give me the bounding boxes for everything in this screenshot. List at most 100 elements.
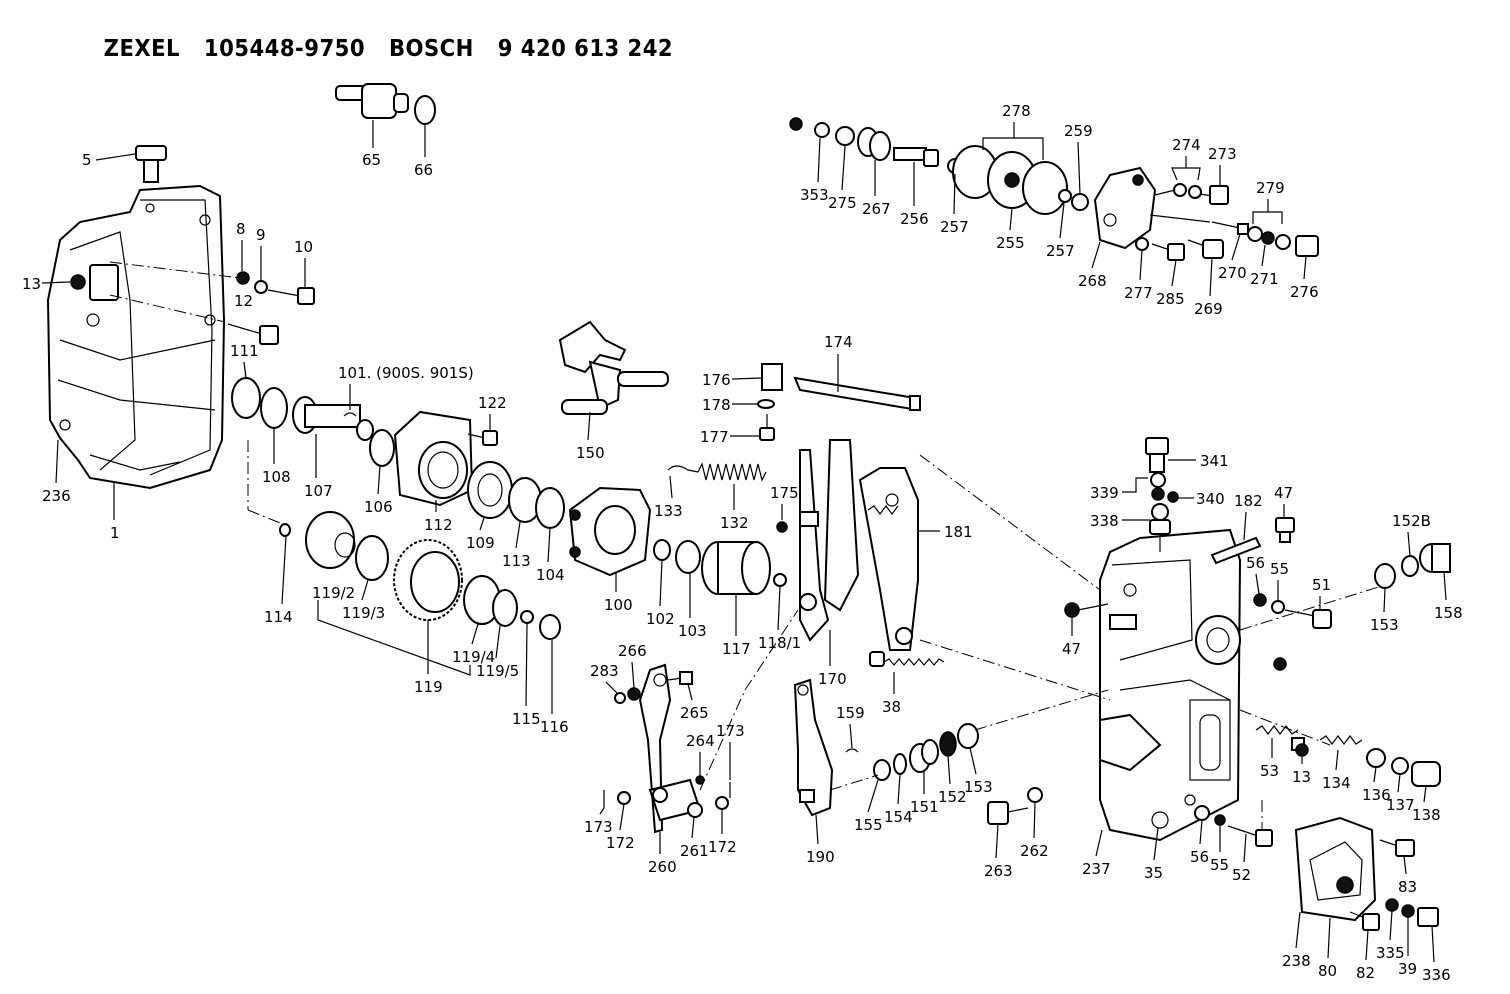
label-55-top: 55 (1270, 560, 1289, 578)
label-136: 136 (1362, 786, 1391, 804)
label-10: 10 (294, 238, 313, 256)
label-119: 119 (414, 678, 443, 696)
label-260: 260 (648, 858, 677, 876)
circlip-104 (535, 487, 565, 529)
nut-175 (776, 521, 788, 533)
label-339: 339 (1090, 484, 1119, 502)
pin-256 (893, 147, 939, 167)
label-257-right: 257 (1046, 242, 1075, 260)
label-265: 265 (680, 704, 709, 722)
o-ring-66 (414, 95, 436, 125)
label-264: 264 (686, 732, 715, 750)
lever-260 (638, 663, 672, 834)
label-283: 283 (590, 662, 619, 680)
washer-339b (1151, 487, 1165, 501)
label-108: 108 (262, 468, 291, 486)
label-56-bottom: 56 (1190, 848, 1209, 866)
label-117: 117 (722, 640, 751, 658)
screw-83 (1379, 839, 1415, 857)
hub-119-3 (355, 535, 389, 581)
label-103: 103 (678, 622, 707, 640)
tensioning-lever-181 (858, 467, 919, 651)
label-152B: 152B (1392, 512, 1431, 530)
label-255: 255 (996, 234, 1025, 252)
washer-340 (1167, 491, 1179, 503)
label-153-right: 153 (1370, 616, 1399, 634)
woodruff-key-101 (343, 412, 357, 417)
washer-56a (1253, 593, 1267, 607)
sensor-65 (335, 83, 409, 119)
label-270: 270 (1218, 264, 1247, 282)
label-178: 178 (702, 396, 731, 414)
washer-172b (715, 796, 729, 810)
label-238: 238 (1282, 952, 1311, 970)
label-263: 263 (984, 862, 1013, 880)
nut-116 (539, 614, 561, 640)
label-106: 106 (364, 498, 393, 516)
screw-134 (1319, 735, 1363, 745)
washer-271b (1261, 231, 1275, 245)
washer-55a (1271, 600, 1285, 614)
screw-82 (1349, 911, 1380, 931)
plug-screw-5 (135, 145, 167, 183)
washer-137 (1391, 757, 1409, 775)
label-1: 1 (110, 524, 120, 542)
label-150: 150 (576, 444, 605, 462)
washer-56b (1194, 805, 1210, 821)
bolt-51 (1284, 609, 1332, 629)
plug-276 (1295, 235, 1319, 257)
label-9: 9 (256, 226, 266, 244)
label-107: 107 (304, 482, 333, 500)
key-159 (845, 748, 859, 753)
label-55-bottom: 55 (1210, 856, 1229, 874)
label-137: 137 (1386, 796, 1415, 814)
label-52: 52 (1232, 866, 1251, 884)
label-172-right: 172 (708, 838, 737, 856)
spring-132 (697, 462, 767, 482)
part-labels: 5 65 66 8 9 10 13 12 111 101. (900S. 901… (22, 102, 1463, 984)
label-341: 341 (1200, 452, 1229, 470)
label-172-left: 172 (606, 834, 635, 852)
plug-47 (1275, 517, 1295, 543)
label-65: 65 (362, 151, 381, 169)
label-111: 111 (230, 342, 259, 360)
nut-259 (1071, 193, 1089, 211)
label-174: 174 (824, 333, 853, 351)
nut-13-right (1295, 743, 1309, 757)
ring-153 (957, 723, 979, 749)
washer-274b (1188, 185, 1202, 199)
washer-154 (893, 753, 907, 775)
part-number-bosch: 9 420 613 242 (497, 36, 674, 62)
washer-335 (1385, 898, 1399, 912)
bush-151 (909, 739, 939, 773)
plug-336 (1417, 907, 1439, 927)
circlip-119-5 (492, 589, 518, 627)
label-177: 177 (700, 428, 729, 446)
label-5: 5 (82, 151, 92, 169)
piston-117 (701, 541, 771, 595)
screw-270 (1211, 221, 1249, 235)
washer-271a (1247, 226, 1263, 242)
washer-257b (1058, 189, 1072, 203)
washer-339a (1150, 472, 1166, 488)
bush-103 (675, 540, 701, 574)
label-181: 181 (944, 523, 973, 541)
bracket-176 (761, 363, 783, 391)
label-80: 80 (1318, 962, 1337, 980)
part-number-zexel: 105448-9750 (203, 36, 366, 62)
bolt-341 (1145, 437, 1169, 473)
o-ring-152B (1401, 555, 1419, 577)
o-ring-152 (939, 731, 957, 757)
o-ring-114 (279, 523, 291, 537)
bolt-285 (1151, 243, 1185, 261)
bolt-52 (1227, 825, 1273, 847)
label-336: 336 (1422, 966, 1451, 984)
label-262: 262 (1020, 842, 1049, 860)
cover-268 (1093, 166, 1157, 250)
label-151: 151 (910, 798, 939, 816)
label-51: 51 (1312, 576, 1331, 594)
label-47-left: 47 (1062, 640, 1081, 658)
washer-283 (614, 692, 626, 704)
ball-bearing-109 (467, 461, 513, 519)
